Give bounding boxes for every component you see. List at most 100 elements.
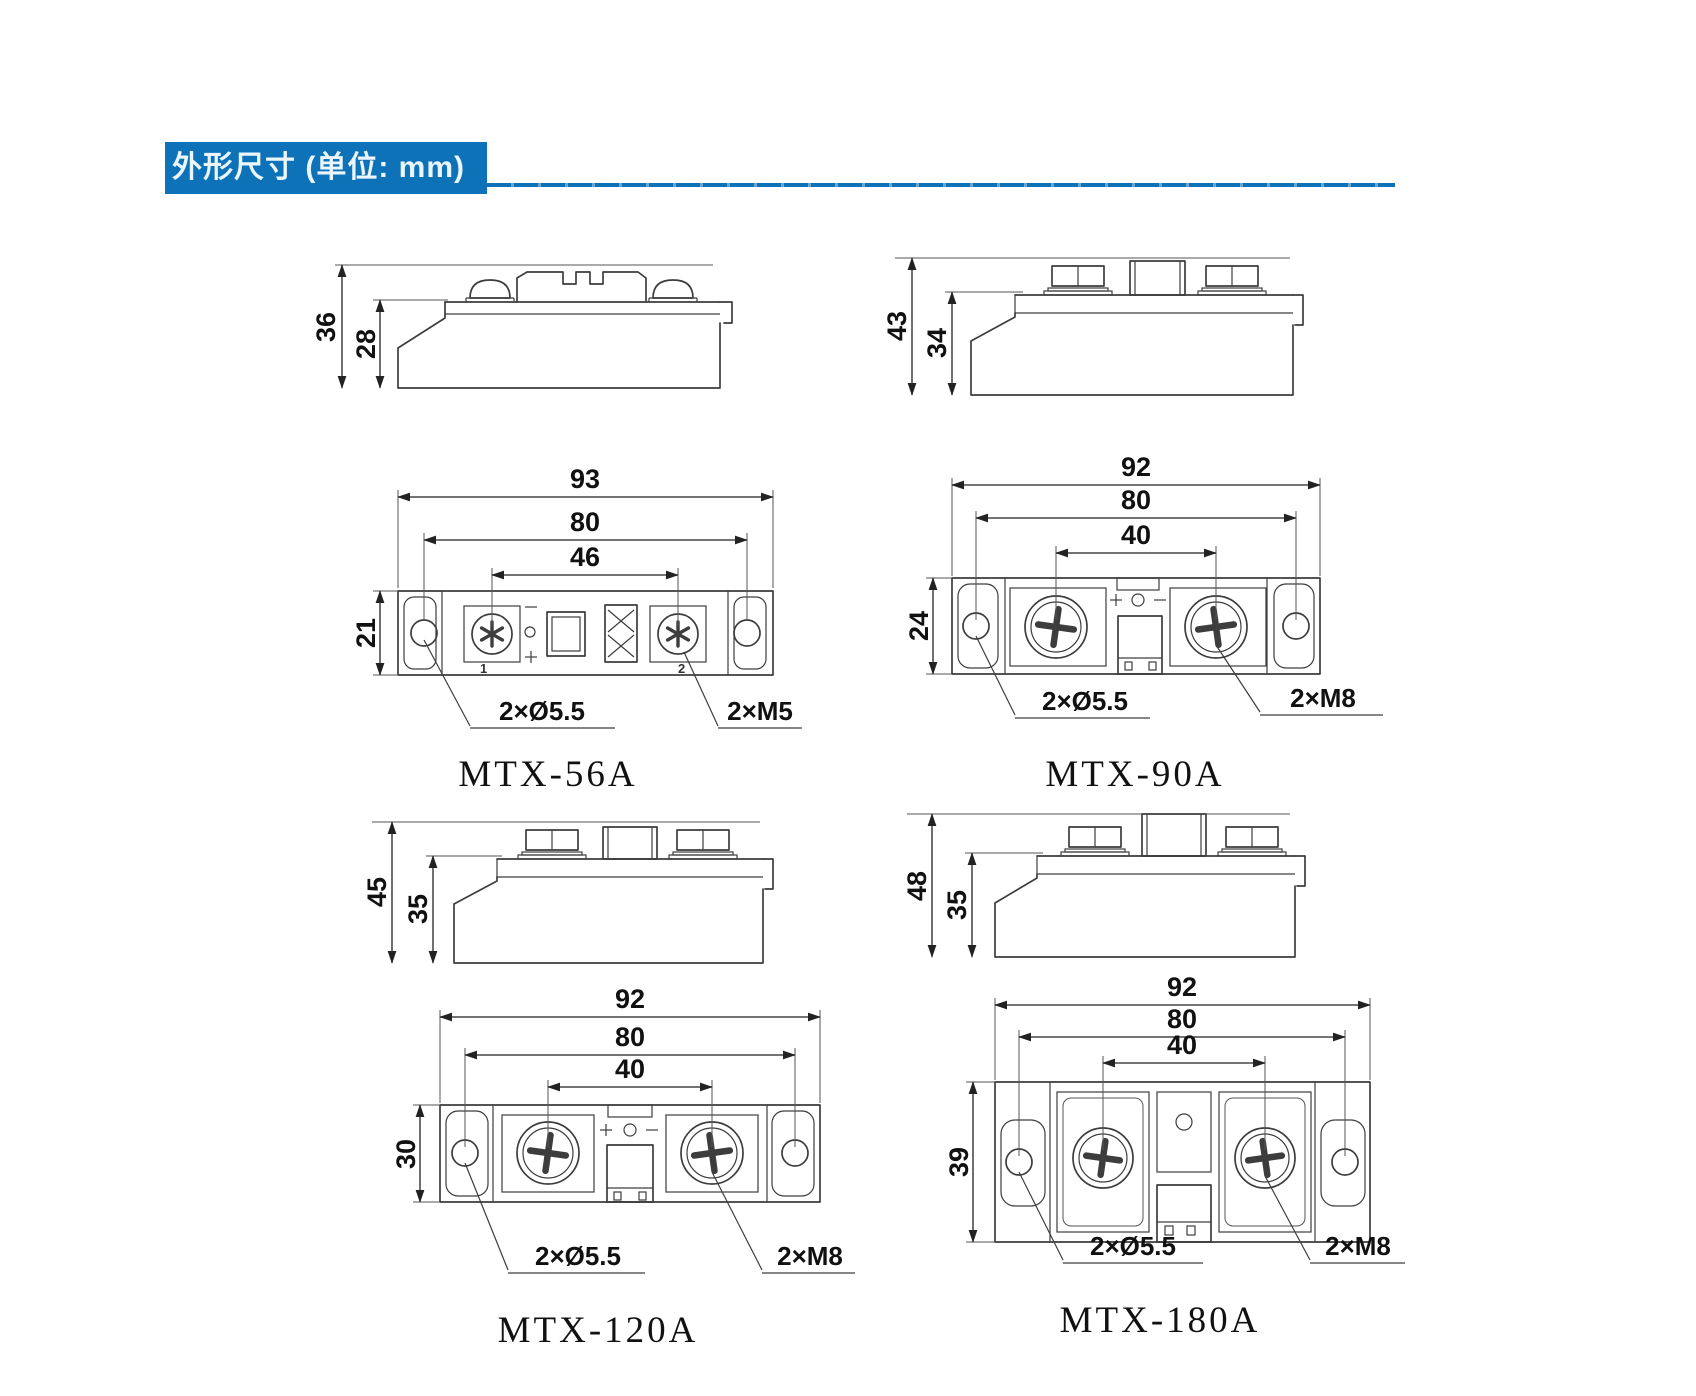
dim-outer-height: 48 (902, 871, 932, 901)
screws-label: 2×M8 (1290, 683, 1356, 713)
dim-w2: 80 (1167, 1004, 1197, 1034)
control-terminal-block (1110, 577, 1166, 675)
body-profile (453, 876, 764, 964)
mounting-tab (403, 596, 437, 670)
figure-mtx-90a: 43 34 (882, 257, 1383, 795)
leader-line (975, 635, 1016, 716)
leader-line (711, 1171, 763, 1271)
mounting-hole-icon (733, 619, 761, 647)
control-terminal-block (604, 604, 638, 663)
led-mark-icon (1131, 593, 1145, 607)
screw-terminal-icon (1169, 587, 1267, 667)
mounting-tab (1320, 1119, 1366, 1207)
leader-line (1264, 1175, 1311, 1261)
mounting-tab (957, 583, 999, 669)
led-mark-icon (1175, 1113, 1193, 1131)
hex-bolt-icon (1217, 826, 1287, 857)
plate-right-lip (719, 301, 733, 324)
leader-line (683, 651, 719, 727)
mounting-hole-icon (410, 619, 438, 647)
terminal-number: 1 (480, 661, 487, 676)
hex-bolt-icon (1197, 265, 1267, 296)
led-mark-icon (524, 626, 536, 638)
dim-outer-height: 36 (311, 312, 341, 342)
hex-bolt-icon (517, 829, 587, 860)
connector-block (602, 826, 658, 860)
mtx-120a-front-view: 92 80 40 30 2×Ø5.5 2×M8 (391, 984, 855, 1274)
body-profile (970, 312, 1294, 396)
mtx-56a-front-view: 1 2 93 80 46 21 2×Ø5.5 2×M5 (351, 464, 802, 729)
mtx-90a-side-view: 43 34 (882, 257, 1304, 396)
dim-outer-height: 43 (882, 311, 912, 341)
leader-line (464, 1162, 509, 1271)
mounting-tab (445, 1110, 489, 1197)
dim-w3: 40 (1121, 520, 1151, 550)
plate-right-lip (762, 858, 774, 890)
figure-mtx-120a: 45 35 (362, 821, 855, 1351)
body-profile (994, 873, 1296, 958)
connector-block (1129, 260, 1186, 296)
center-block (546, 611, 586, 657)
dim-inner-height: 34 (922, 328, 952, 358)
holes-label: 2×Ø5.5 (499, 696, 585, 726)
control-terminal-block (1156, 1091, 1212, 1243)
polarity-marks (524, 606, 537, 663)
dim-inner-height: 35 (403, 894, 433, 924)
dim-w2: 80 (570, 507, 600, 537)
din-clip-profile (516, 271, 647, 303)
led-mark-icon (623, 1123, 637, 1137)
screws-label: 2×M8 (1325, 1231, 1391, 1261)
hex-bolt-icon (1043, 265, 1113, 296)
figure-mtx-180a: 48 35 (902, 813, 1405, 1341)
terminal-number: 2 (678, 661, 685, 676)
figure-caption: MTX-120A (498, 1310, 699, 1351)
mounting-tab (733, 596, 767, 670)
section-title-underline (487, 183, 1395, 187)
dome-screw-icon (465, 279, 515, 302)
figure-mtx-56a: 36 28 (311, 264, 802, 795)
dim-w1: 92 (615, 984, 645, 1014)
mounting-tab (1273, 583, 1315, 669)
screw-terminal-icon (1009, 587, 1107, 667)
mounting-tab (1000, 1119, 1046, 1207)
plate-right-lip (1294, 855, 1306, 887)
dim-w1: 92 (1167, 972, 1197, 1002)
holes-label: 2×Ø5.5 (1090, 1231, 1176, 1261)
dim-w2: 80 (1121, 485, 1151, 515)
dim-w1: 92 (1121, 452, 1151, 482)
screws-label: 2×M8 (777, 1241, 843, 1271)
dim-w3: 40 (1167, 1030, 1197, 1060)
dim-h: 21 (351, 618, 381, 648)
mtx-180a-front-view: 92 80 40 39 2×Ø5.5 2×M8 (944, 972, 1405, 1264)
dim-w3: 40 (615, 1054, 645, 1084)
dim-w2: 80 (615, 1022, 645, 1052)
screws-label: 2×M5 (727, 696, 793, 726)
control-terminal-block (600, 1104, 658, 1203)
section-title: 外形尺寸 (单位: mm) (165, 142, 487, 194)
leader-line (423, 639, 471, 727)
body-profile (397, 301, 721, 389)
mtx-56a-side-view: 36 28 (311, 264, 733, 389)
holes-label: 2×Ø5.5 (1042, 686, 1128, 716)
dim-h: 24 (904, 611, 934, 641)
figure-caption: MTX-56A (458, 754, 637, 795)
dim-inner-height: 28 (351, 329, 381, 359)
hex-bolt-icon (668, 829, 738, 860)
mtx-90a-front-view: 92 80 40 24 2×Ø5.5 2×M8 (904, 452, 1383, 719)
dim-w3: 46 (570, 542, 600, 572)
leader-line (1018, 1171, 1064, 1261)
connector-block (1141, 813, 1207, 857)
holes-label: 2×Ø5.5 (535, 1241, 621, 1271)
dim-h: 39 (944, 1147, 974, 1177)
dim-outer-height: 45 (362, 877, 392, 907)
plate-right-lip (1292, 294, 1304, 326)
figure-caption: MTX-90A (1045, 754, 1224, 795)
figure-caption: MTX-180A (1060, 1300, 1261, 1341)
dim-w1: 93 (570, 464, 600, 494)
mtx-120a-side-view: 45 35 (362, 821, 774, 964)
mounting-tab (771, 1110, 815, 1197)
dim-h: 30 (391, 1139, 421, 1169)
dome-screw-icon (648, 279, 698, 302)
mtx-180a-side-view: 48 35 (902, 813, 1306, 958)
screw-terminal-icon (1218, 1091, 1312, 1233)
